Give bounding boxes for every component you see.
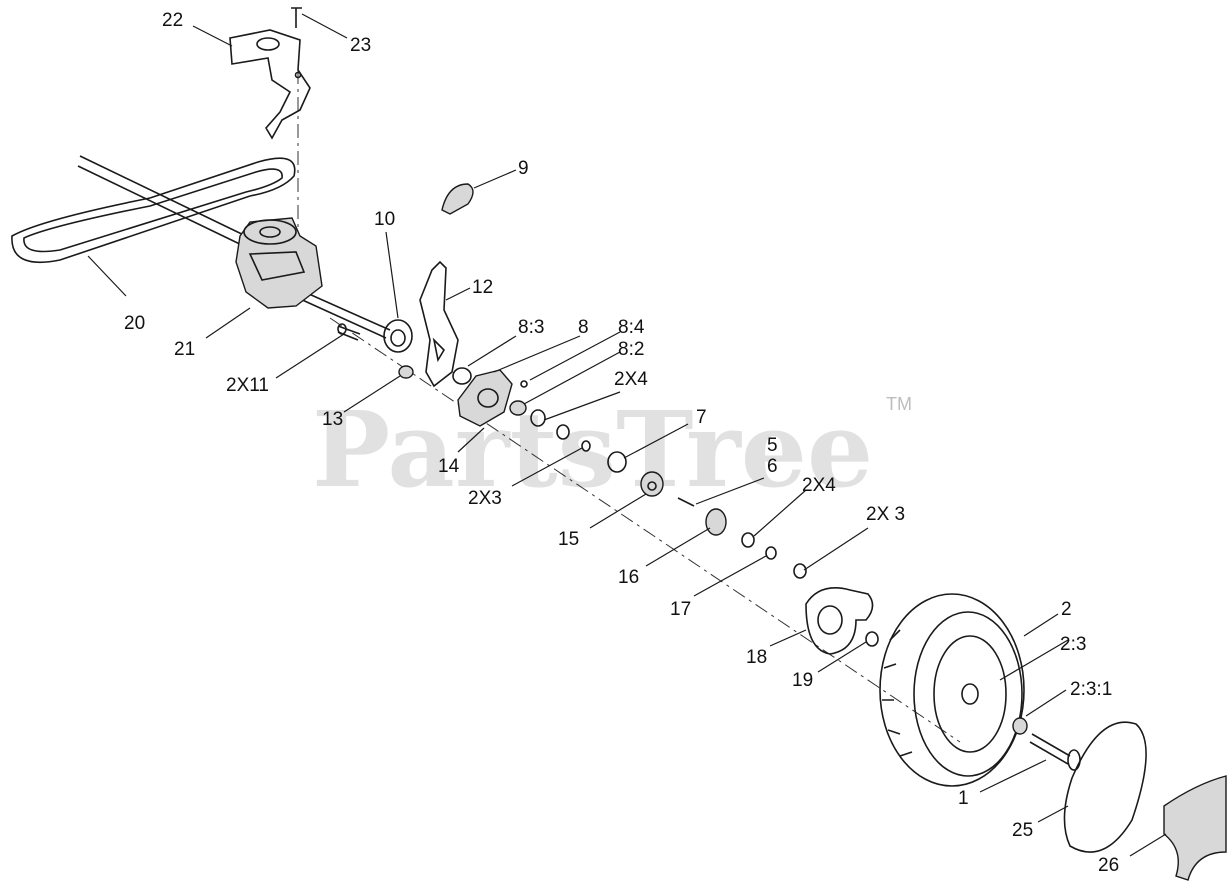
callout-2x3-lower[interactable]: 2X 3 <box>866 504 905 525</box>
callout-26[interactable]: 26 <box>1098 855 1119 876</box>
callout-22[interactable]: 22 <box>162 10 183 31</box>
callout-9[interactable]: 9 <box>518 158 529 179</box>
callout-7[interactable]: 7 <box>696 407 707 428</box>
part-16-gear[interactable] <box>705 508 727 536</box>
callout-21[interactable]: 21 <box>174 339 195 360</box>
drive-shaft[interactable] <box>77 155 391 339</box>
callout-2x4-upper[interactable]: 2X4 <box>614 369 648 390</box>
callout-2-3-1[interactable]: 2:3:1 <box>1070 679 1112 700</box>
callout-8[interactable]: 8 <box>578 317 589 338</box>
callout-13[interactable]: 13 <box>322 409 343 430</box>
callout-18[interactable]: 18 <box>746 647 767 668</box>
callout-2[interactable]: 2 <box>1061 599 1072 620</box>
callout-10[interactable]: 10 <box>374 209 395 230</box>
callout-6[interactable]: 6 <box>767 456 778 477</box>
part-2x11-bolt[interactable] <box>337 323 361 341</box>
part-26-decal[interactable] <box>1163 775 1227 881</box>
callout-labels: 22 23 9 10 12 20 21 8:3 8 8:4 8:2 2X4 2X… <box>124 10 1119 876</box>
callout-25[interactable]: 25 <box>1012 820 1033 841</box>
callout-8-4[interactable]: 8:4 <box>618 317 645 338</box>
part-8-3-bushing[interactable] <box>452 367 472 385</box>
part-15-bearing[interactable] <box>640 471 664 497</box>
washer-stack-upper[interactable] <box>530 409 627 473</box>
leader-lines <box>87 13 1167 857</box>
callout-2x11[interactable]: 2X11 <box>226 375 269 396</box>
callout-23[interactable]: 23 <box>350 35 371 56</box>
callout-2-3[interactable]: 2:3 <box>1060 634 1086 655</box>
part-19-washer[interactable] <box>865 631 879 647</box>
callout-17[interactable]: 17 <box>670 599 691 620</box>
part-8-small-pins[interactable] <box>509 380 528 416</box>
watermark-text: PartsTree <box>312 388 873 511</box>
callout-14[interactable]: 14 <box>438 456 460 477</box>
washer-stack-lower[interactable] <box>741 532 807 579</box>
part-2-wheel[interactable] <box>879 593 1025 787</box>
callout-1[interactable]: 1 <box>958 788 969 809</box>
watermark-tm: TM <box>886 394 912 414</box>
part-2-3-1-bushing[interactable] <box>1012 717 1028 735</box>
part-18-cover[interactable] <box>805 587 874 655</box>
callout-12[interactable]: 12 <box>472 277 493 298</box>
part-12-lever[interactable] <box>419 260 459 388</box>
part-22-bracket[interactable] <box>229 29 311 140</box>
callout-15[interactable]: 15 <box>558 529 579 550</box>
callout-19[interactable]: 19 <box>792 670 813 691</box>
callout-8-2[interactable]: 8:2 <box>618 339 644 360</box>
callout-20[interactable]: 20 <box>124 313 145 334</box>
part-25-hubcap[interactable] <box>1063 721 1147 853</box>
part-20-belt[interactable] <box>11 157 296 264</box>
part-14-plate[interactable] <box>457 369 513 427</box>
part-10-washer[interactable] <box>383 319 413 353</box>
callout-5[interactable]: 5 <box>767 435 778 456</box>
part-21-transmission[interactable] <box>235 217 323 309</box>
part-9-knob[interactable] <box>441 183 474 215</box>
callout-16[interactable]: 16 <box>618 567 639 588</box>
part-23-screw[interactable] <box>291 7 302 28</box>
callout-2x4-lower[interactable]: 2X4 <box>802 475 836 496</box>
callout-2x3-upper[interactable]: 2X3 <box>468 488 502 509</box>
assembly-axis <box>329 317 961 743</box>
part-13-spacer[interactable] <box>398 365 414 379</box>
callout-8-3[interactable]: 8:3 <box>518 317 544 338</box>
part-5-6-key[interactable] <box>677 497 695 507</box>
